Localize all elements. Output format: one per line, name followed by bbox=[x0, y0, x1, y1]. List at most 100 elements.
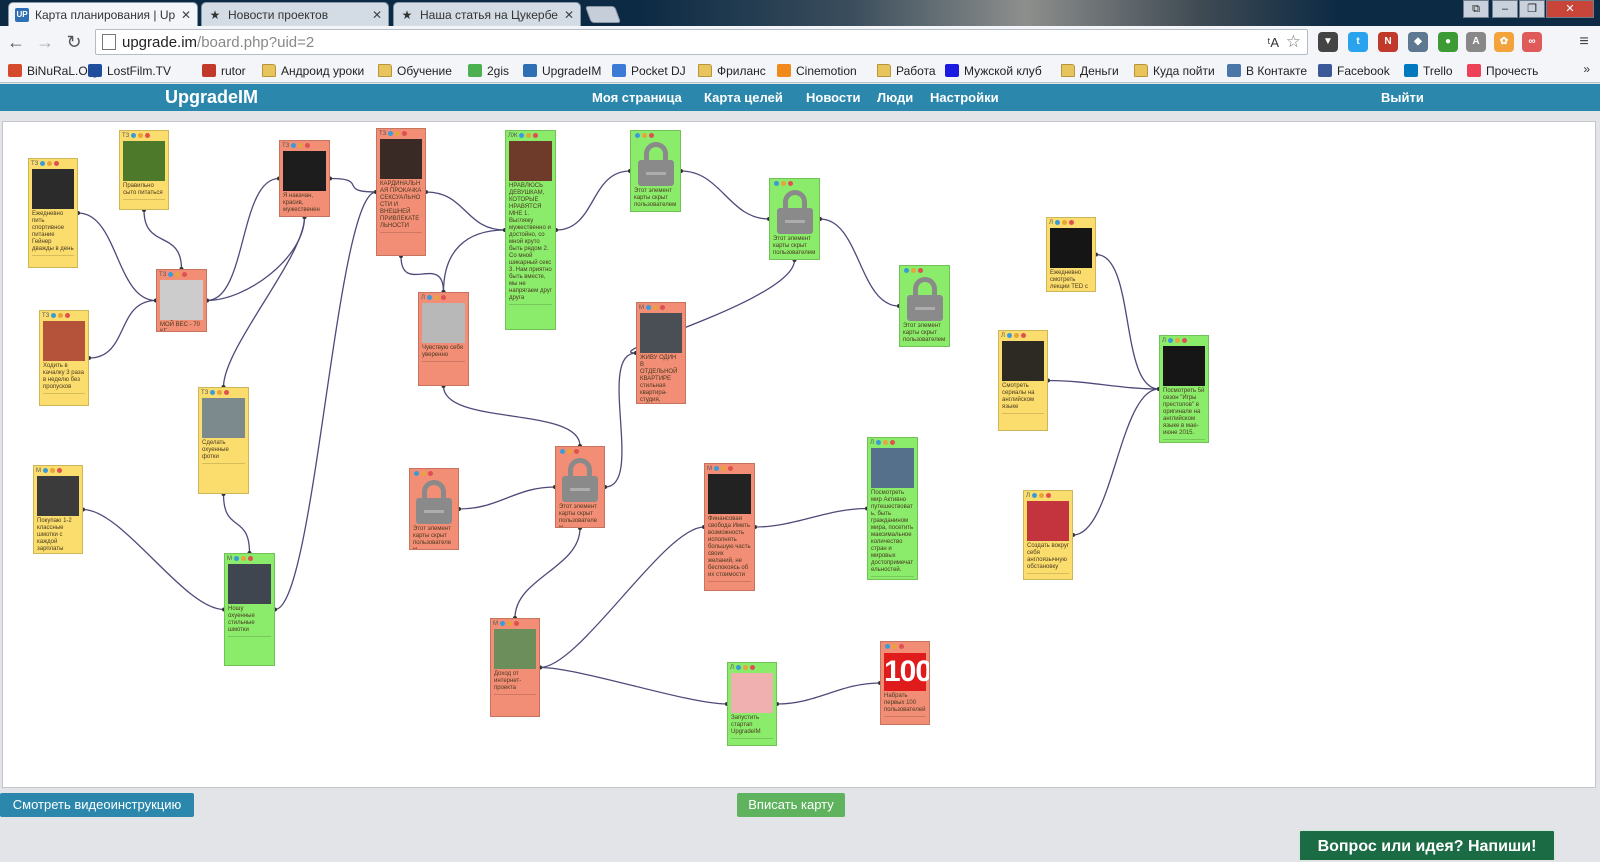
forward-button[interactable]: → bbox=[36, 32, 54, 52]
card-action-icon[interactable] bbox=[721, 466, 726, 471]
new-tab-button[interactable] bbox=[584, 6, 622, 23]
card-action-icon[interactable] bbox=[248, 556, 253, 561]
card-action-icon[interactable] bbox=[43, 468, 48, 473]
card-action-icon[interactable] bbox=[892, 644, 897, 649]
card-action-icon[interactable] bbox=[653, 305, 658, 310]
card-action-icon[interactable] bbox=[735, 665, 741, 670]
card-action-icon[interactable] bbox=[1061, 220, 1067, 225]
card-action-icon[interactable] bbox=[298, 143, 304, 148]
card-action-icon[interactable] bbox=[131, 133, 137, 138]
bookmark-rutor-2[interactable]: rutor bbox=[202, 62, 246, 79]
card-action-icon[interactable] bbox=[175, 272, 181, 277]
card-action-icon[interactable] bbox=[182, 272, 188, 277]
bookmark-folder-10[interactable]: Работа bbox=[877, 62, 936, 79]
flower-extension-icon[interactable]: ✿ bbox=[1494, 32, 1514, 52]
card-action-icon[interactable] bbox=[40, 161, 46, 166]
card-action-icon[interactable] bbox=[514, 621, 519, 626]
card-action-icon[interactable] bbox=[57, 468, 62, 473]
site-logo[interactable]: UpgradeIM bbox=[165, 87, 259, 107]
card-action-icon[interactable] bbox=[54, 161, 60, 166]
nav-my-page[interactable]: Моя страница bbox=[592, 90, 682, 105]
profile-button[interactable]: ⧉ bbox=[1463, 0, 1489, 18]
card-action-icon[interactable] bbox=[567, 449, 572, 454]
watch-video-instruction-button[interactable]: Смотреть видеоинструкцию bbox=[0, 793, 194, 817]
close-icon[interactable]: ✕ bbox=[371, 7, 382, 22]
card-action-icon[interactable] bbox=[428, 471, 433, 476]
card-action-icon[interactable] bbox=[51, 313, 57, 318]
card-action-icon[interactable] bbox=[533, 133, 539, 138]
card-action-icon[interactable] bbox=[904, 268, 909, 273]
bookmark-lostfilm-1[interactable]: LostFilm.TV bbox=[88, 62, 171, 79]
card-action-icon[interactable] bbox=[646, 305, 651, 310]
card-action-icon[interactable] bbox=[421, 471, 426, 476]
goal-card[interactable]: Этот элемент карты скрыт пользователем bbox=[630, 130, 681, 212]
card-action-icon[interactable] bbox=[742, 665, 748, 670]
card-action-icon[interactable] bbox=[500, 621, 505, 626]
bookmark-pocketdj-7[interactable]: Pocket DJ bbox=[612, 62, 686, 79]
card-action-icon[interactable] bbox=[291, 143, 297, 148]
card-action-icon[interactable] bbox=[728, 466, 733, 471]
card-action-icon[interactable] bbox=[1054, 220, 1060, 225]
translate-icon[interactable]: ᵗA bbox=[1267, 34, 1279, 50]
pocket-extension-icon[interactable]: ▼ bbox=[1318, 32, 1338, 52]
menu-icon[interactable]: ≡ bbox=[1579, 33, 1589, 50]
card-action-icon[interactable] bbox=[781, 181, 786, 186]
card-action-icon[interactable] bbox=[47, 161, 53, 166]
card-action-icon[interactable] bbox=[395, 131, 401, 136]
card-action-icon[interactable] bbox=[138, 133, 144, 138]
bookmark-vk-14[interactable]: В Контакте bbox=[1227, 62, 1307, 79]
nav-news[interactable]: Новости bbox=[806, 90, 861, 105]
bookmark-cinemotion-9[interactable]: Cinemotion bbox=[777, 62, 857, 79]
goal-card[interactable]: Этот элемент карты скрыт пользователем bbox=[409, 468, 459, 550]
card-action-icon[interactable] bbox=[65, 313, 71, 318]
nav-settings[interactable]: Настройки bbox=[930, 90, 999, 105]
card-action-icon[interactable] bbox=[642, 133, 647, 138]
goal-card[interactable]: Этот элемент карты скрыт пользователем bbox=[899, 265, 950, 347]
card-action-icon[interactable] bbox=[649, 133, 654, 138]
new-badge-extension-icon[interactable]: N bbox=[1378, 32, 1398, 52]
card-action-icon[interactable] bbox=[440, 295, 446, 300]
card-action-icon[interactable] bbox=[1181, 338, 1187, 343]
card-action-icon[interactable] bbox=[885, 644, 890, 649]
nav-people[interactable]: Люди bbox=[877, 90, 914, 105]
card-action-icon[interactable] bbox=[911, 268, 916, 273]
card-action-icon[interactable] bbox=[519, 133, 525, 138]
bookmark-star-icon[interactable]: ☆ bbox=[1285, 32, 1301, 51]
back-button[interactable]: ← bbox=[7, 32, 25, 52]
card-action-icon[interactable] bbox=[241, 556, 246, 561]
bookmark-pocket-17[interactable]: Прочесть bbox=[1467, 62, 1538, 79]
card-action-icon[interactable] bbox=[1031, 493, 1037, 498]
tab-project-news[interactable]: ★ Новости проектов ✕ bbox=[201, 2, 389, 26]
address-bar[interactable]: upgrade.im/board.php?uid=2 ᵗA ☆ bbox=[95, 29, 1308, 55]
cc-extension-icon[interactable]: ∞ bbox=[1522, 32, 1542, 52]
card-action-icon[interactable] bbox=[714, 466, 719, 471]
card-action-icon[interactable] bbox=[1045, 493, 1051, 498]
card-action-icon[interactable] bbox=[1006, 333, 1012, 338]
drop-extension-icon[interactable]: ◆ bbox=[1408, 32, 1428, 52]
card-action-icon[interactable] bbox=[635, 133, 640, 138]
card-action-icon[interactable] bbox=[414, 471, 419, 476]
card-action-icon[interactable] bbox=[774, 181, 779, 186]
card-action-icon[interactable] bbox=[224, 390, 230, 395]
card-action-icon[interactable] bbox=[899, 644, 904, 649]
bookmark-trello-16[interactable]: Trello bbox=[1404, 62, 1453, 79]
card-action-icon[interactable] bbox=[145, 133, 151, 138]
tab-planning-map[interactable]: UP Карта планирования | Up ✕ bbox=[8, 2, 198, 26]
bookmark-folder-4[interactable]: Обучение bbox=[378, 62, 452, 79]
reload-button[interactable]: ↻ bbox=[66, 32, 82, 52]
card-action-icon[interactable] bbox=[1013, 333, 1019, 338]
more-bookmarks-button[interactable]: » bbox=[1583, 62, 1590, 76]
card-action-icon[interactable] bbox=[210, 390, 216, 395]
bookmark-2gis-5[interactable]: 2gis bbox=[468, 62, 509, 79]
